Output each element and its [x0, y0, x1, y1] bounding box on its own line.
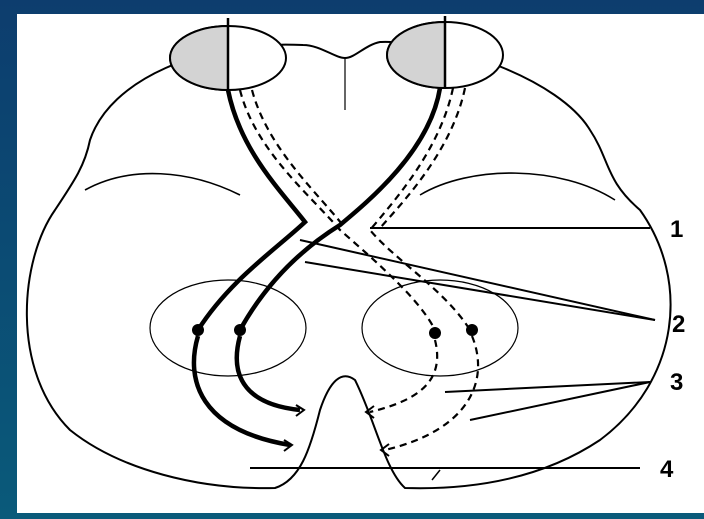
- dashed-tract-left-eye: [240, 90, 435, 330]
- left-eye-nasal-half: [170, 26, 228, 90]
- solid-tract-right-eye: [240, 88, 440, 330]
- label-1: 1: [670, 216, 683, 243]
- visual-pathway-diagram: 1 2 3 4: [17, 14, 704, 513]
- label-4: 4: [660, 456, 674, 483]
- bottom-dash: [432, 470, 440, 480]
- dashed-tract-left-eye-inner: [252, 90, 345, 228]
- diagram-panel: 1 2 3 4: [17, 14, 704, 513]
- label-2: 2: [672, 311, 685, 338]
- label-3: 3: [670, 369, 683, 396]
- dashed-tract-right-eye-inner: [380, 88, 465, 228]
- right-eye-nasal-half: [387, 22, 445, 88]
- solid-tract-left-eye: [198, 90, 305, 330]
- leader-line-2b: [305, 262, 655, 320]
- brain-outline: [27, 42, 671, 488]
- lgn-dot-left-1: [192, 324, 204, 336]
- right-temporal-sulcus: [420, 173, 615, 200]
- left-temporal-sulcus: [85, 174, 240, 195]
- dashed-radiation-right-outer: [385, 336, 478, 450]
- solid-radiation-left-outer: [194, 336, 290, 445]
- solid-radiation-left-inner: [237, 336, 300, 410]
- lgn-dot-left-2: [234, 324, 246, 336]
- lgn-dot-right-2: [466, 324, 478, 336]
- lgn-dot-right-1: [429, 327, 441, 339]
- leader-line-2a: [300, 240, 655, 320]
- leader-line-3b: [470, 382, 650, 420]
